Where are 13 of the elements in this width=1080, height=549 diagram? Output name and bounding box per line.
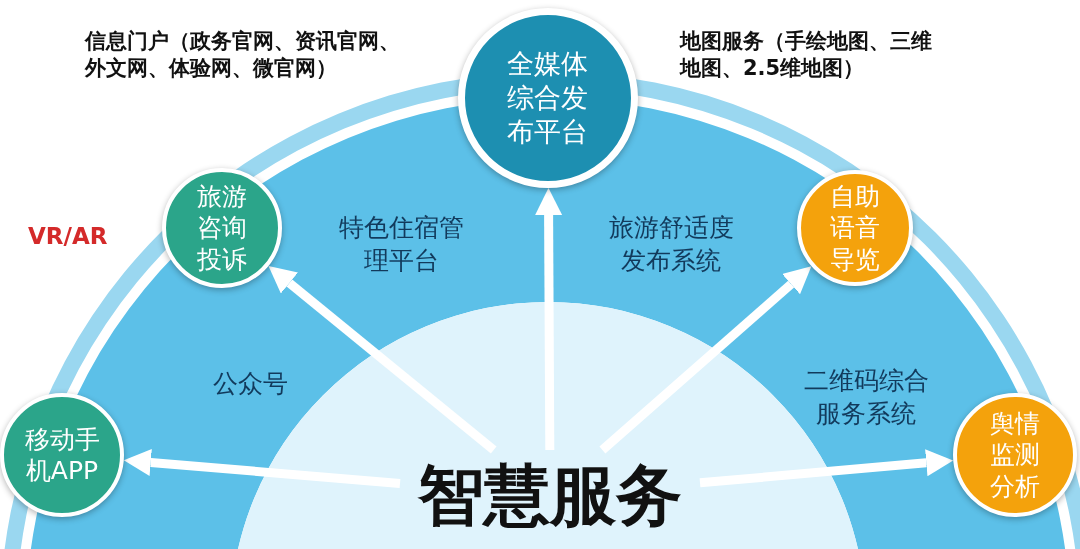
note-text: 地图服务（手绘地图、三维地图、2.5维地图） bbox=[680, 28, 933, 83]
band-text: 二维码综合服务系统 bbox=[802, 365, 930, 430]
arrow bbox=[268, 265, 497, 454]
band-text: 旅游舒适度发布系统 bbox=[607, 212, 735, 277]
note-text: VR/AR bbox=[28, 222, 109, 251]
title-text: 智慧服务 bbox=[400, 450, 700, 542]
arrow bbox=[699, 449, 954, 488]
band-text: 特色住宿管理平台 bbox=[337, 212, 465, 277]
note-text: 信息门户（政务官网、资讯官网、外文网、体验网、微官网） bbox=[85, 28, 401, 83]
arrow bbox=[123, 449, 401, 488]
band-text: 公众号 bbox=[211, 368, 289, 400]
arrow bbox=[535, 188, 563, 451]
arrow bbox=[599, 266, 812, 454]
